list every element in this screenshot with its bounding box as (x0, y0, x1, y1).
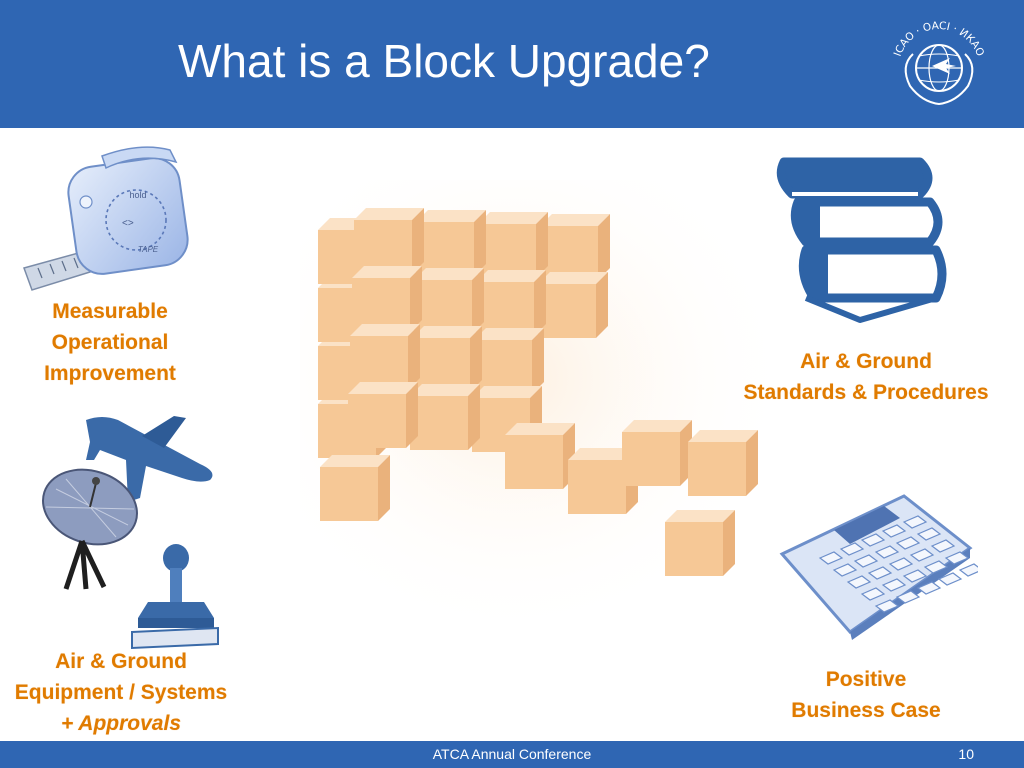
calculator-key (853, 554, 879, 568)
label-line: Equipment / Systems (14, 681, 228, 704)
calculator-key (881, 524, 907, 538)
calculator-key (923, 560, 949, 574)
book-stack-icon (776, 157, 947, 323)
calculator-key (839, 542, 865, 556)
logo-text: ICAO · OACI · ИКАО (892, 20, 987, 58)
cube (354, 208, 424, 274)
calculator-key (944, 551, 970, 565)
label-line: Positive (825, 668, 907, 691)
label-line: Air & Ground (800, 350, 932, 373)
footer-bar: ATCA Annual Conference 10 (0, 741, 1024, 768)
cube (476, 270, 546, 336)
tape-brand-text: TAPE (138, 245, 159, 254)
label-measurable-improvement: Measurable Operational Improvement (25, 296, 195, 389)
tape-measure-icon: hold TAPE <> (23, 146, 189, 291)
cube (414, 268, 484, 334)
calculator-key (832, 563, 858, 577)
calculator-keys (818, 515, 978, 613)
label-line: Operational (51, 331, 169, 354)
label-business-case: Positive Business Case (780, 664, 952, 726)
block-cubes-graphic (300, 180, 770, 620)
approval-stamp-icon (131, 544, 219, 650)
calculator-key (881, 578, 907, 592)
label-line: Business Case (791, 699, 941, 722)
title-banner: What is a Block Upgrade? ICAO · OACI · И… (0, 0, 1024, 128)
satellite-dish-icon (42, 468, 138, 590)
calculator-key (909, 548, 935, 562)
label-line: Measurable (52, 300, 168, 323)
slide-title: What is a Block Upgrade? (178, 35, 710, 87)
label-line: Improvement (44, 362, 176, 385)
calculator-key (916, 527, 942, 541)
label-line: Standards & Procedures (743, 381, 989, 404)
cube (478, 212, 548, 278)
calculator-key (874, 599, 900, 613)
footer-conference: ATCA Annual Conference (432, 746, 592, 762)
tape-hold-text: hold (129, 190, 146, 200)
cube (538, 272, 608, 338)
cube (412, 326, 482, 392)
cube (416, 210, 486, 276)
calculator-key (860, 533, 886, 547)
calculator-key (867, 566, 893, 580)
calculator-key (916, 581, 942, 595)
calculator-key (895, 536, 921, 550)
calculator-key (846, 575, 872, 589)
calculator-key (902, 515, 928, 529)
calculator-key (860, 587, 886, 601)
cube (410, 384, 480, 450)
label-line-approvals: + Approvals (60, 712, 181, 735)
calculator-key (937, 572, 963, 586)
calculator-icon (779, 494, 978, 640)
cube (348, 382, 418, 448)
airplane-icon (86, 416, 213, 502)
cube (474, 328, 544, 394)
page-number: 10 (958, 746, 974, 762)
cube (350, 324, 420, 390)
svg-text:<>: <> (122, 218, 134, 229)
calculator-key (958, 563, 978, 577)
calculator-key (930, 539, 956, 553)
calculator-key (888, 557, 914, 571)
cube (540, 214, 610, 280)
label-standards-procedures: Air & Ground Standards & Procedures (730, 346, 1002, 408)
svg-text:ICAO · OACI · ИКАО: ICAO · OACI · ИКАО (892, 20, 987, 58)
calculator-key (895, 590, 921, 604)
cube (352, 266, 422, 332)
label-equipment-systems: Air & Ground Equipment / Systems + Appro… (4, 646, 238, 739)
calculator-key (818, 551, 844, 565)
icao-logo: ICAO · OACI · ИКАО (892, 20, 987, 106)
label-line: Air & Ground (55, 650, 187, 673)
calculator-key (902, 569, 928, 583)
calculator-key (874, 545, 900, 559)
